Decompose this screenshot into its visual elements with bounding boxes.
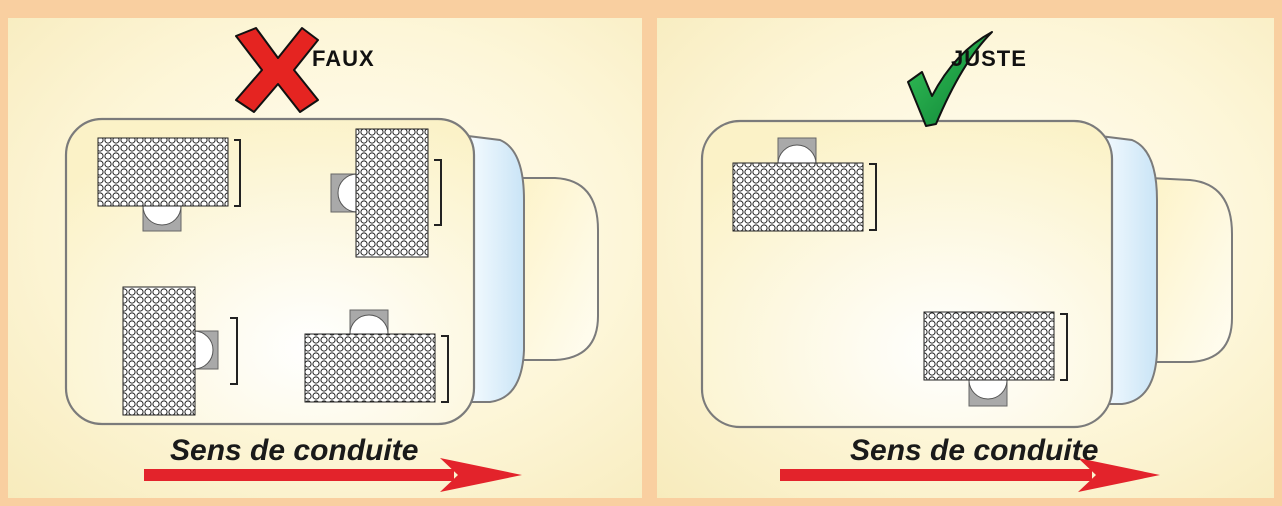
correct-label: JUSTE [951,46,1027,71]
wrong-label: FAUX [312,46,375,71]
cab-body [514,177,599,361]
wrong-load-top-right [330,128,442,258]
correct-load-top-left [732,137,877,232]
cab-body [1149,176,1233,363]
driving-direction-caption-right: Sens de conduite [850,434,1099,467]
wrong-load-bottom-left [122,286,238,416]
driving-direction-arrow-left [144,458,522,492]
wrong-load-bottom-right [304,309,449,403]
cross-mark-icon [235,27,319,113]
wrong-load-top-left [97,137,241,232]
wrong-vehicle-diagram [64,117,599,426]
cab-window [467,134,525,403]
driving-direction-caption-left: Sens de conduite [170,434,419,467]
correct-vehicle-diagram [700,119,1233,429]
correct-load-bottom-right [923,311,1068,407]
cab-window [1099,134,1158,405]
check-mark-icon [907,31,993,127]
driving-direction-arrow-right [780,458,1160,492]
